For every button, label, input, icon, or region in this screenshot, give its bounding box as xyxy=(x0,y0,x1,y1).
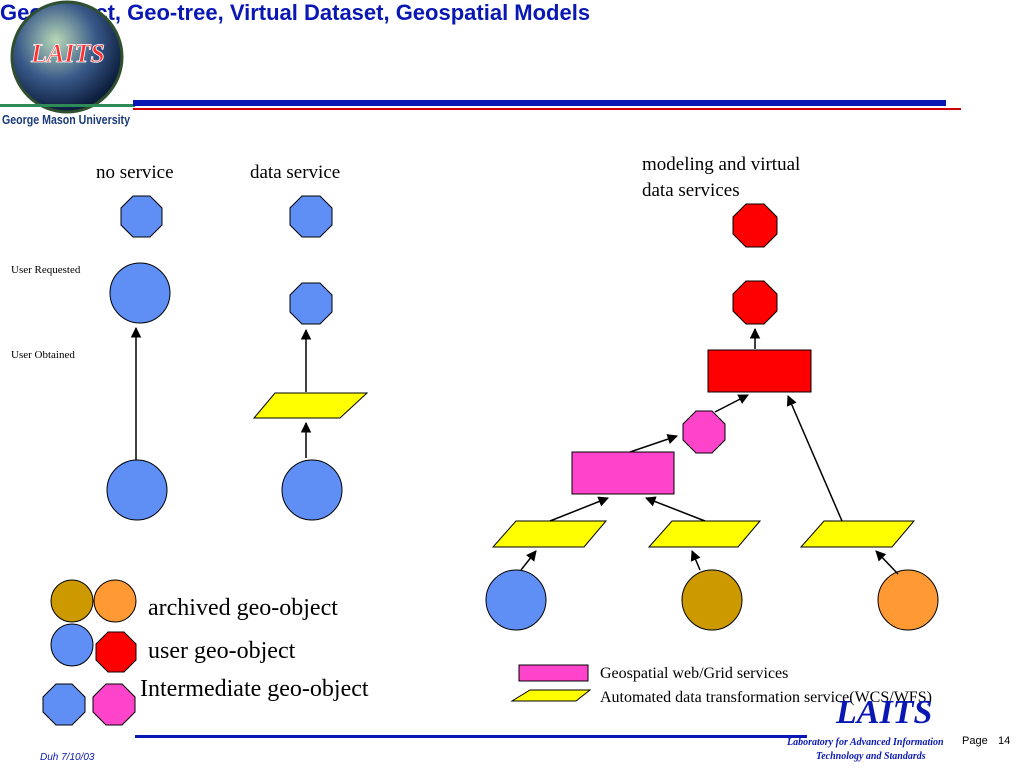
header-rule-blue xyxy=(133,100,946,106)
no-service-requested-circle xyxy=(109,262,171,324)
user-obtained-label: User Obtained xyxy=(11,349,75,361)
modeling-requested-octagon xyxy=(732,280,778,325)
header-rule-red xyxy=(133,108,961,110)
legend-user-label: user geo-object xyxy=(148,638,296,664)
footer-rule xyxy=(135,735,807,738)
user-requested-label: User Requested xyxy=(11,264,81,276)
footer-lab-line2: Technology and Standards xyxy=(816,751,926,762)
footer-page-number: 14 xyxy=(998,735,1011,747)
right-to-model-arrow xyxy=(786,395,843,522)
legend-grid-services-label: Geospatial web/Grid services xyxy=(600,665,789,682)
legend-user-blue-circle xyxy=(50,623,94,667)
legend-intermediate-label: Intermediate geo-object xyxy=(140,676,369,702)
modeling-top-octagon xyxy=(732,203,778,248)
transform-parallelogram-right xyxy=(799,520,916,548)
data-service-requested-octagon xyxy=(289,282,333,325)
legend-transformation-label: Automated data transformation service(WC… xyxy=(600,689,932,706)
column-label-modeling-line1: modeling and virtual xyxy=(642,154,801,175)
footer-lab-line1: Laboratory for Advanced Information xyxy=(787,737,944,748)
archived-source-circle-orange xyxy=(877,569,939,631)
legend-archived-label: archived geo-object xyxy=(148,595,338,621)
data-service-top-octagon xyxy=(289,195,333,238)
data-service-obtained-circle xyxy=(281,459,343,521)
left-to-grid-arrow xyxy=(549,496,609,522)
legend-intermediate-blue-octagon xyxy=(42,683,86,726)
footer-laits: LAITS xyxy=(836,694,933,731)
intermediate-to-model-arrow xyxy=(714,394,749,413)
archived-source-circle-gold xyxy=(681,569,743,631)
intermediate-octagon xyxy=(682,410,726,454)
legend-archived-gold-circle xyxy=(50,579,94,623)
column-label-data-service: data service xyxy=(250,162,341,183)
grid-to-intermediate-arrow xyxy=(629,434,678,453)
no-service-top-octagon xyxy=(120,195,163,238)
globe-icon xyxy=(10,0,124,114)
column-label-no-service: no service xyxy=(96,162,174,183)
no-service-obtained-circle xyxy=(106,459,168,521)
legend-archived-orange-circle xyxy=(93,579,137,623)
user-source-arrow xyxy=(520,550,537,571)
middle-to-grid-arrow xyxy=(645,496,706,522)
legend-transformation-parallelogram xyxy=(510,689,592,702)
model-service-box xyxy=(707,349,812,393)
footer-author-date: Duh 7/10/03 xyxy=(40,752,95,763)
grid-service-box xyxy=(571,451,675,495)
user-source-circle xyxy=(485,569,547,631)
legend-intermediate-magenta-octagon xyxy=(92,683,136,726)
footer-page-label: Page xyxy=(962,735,988,747)
transform-parallelogram-middle xyxy=(647,520,762,548)
laits-logo: LAITS George Mason University xyxy=(0,0,135,127)
gold-source-arrow xyxy=(690,550,701,571)
logo-text: LAITS xyxy=(30,39,105,68)
page-title: Geo-object, Geo-tree, Virtual Dataset, G… xyxy=(0,0,591,25)
transform-parallelogram-left xyxy=(491,520,608,548)
data-service-transform-parallelogram xyxy=(252,392,369,419)
legend-user-red-octagon xyxy=(95,631,137,673)
legend-grid-services-box xyxy=(518,664,589,682)
column-label-modeling-line2: data services xyxy=(642,180,740,201)
university-text: George Mason University xyxy=(2,112,131,127)
orange-source-arrow xyxy=(875,550,899,575)
